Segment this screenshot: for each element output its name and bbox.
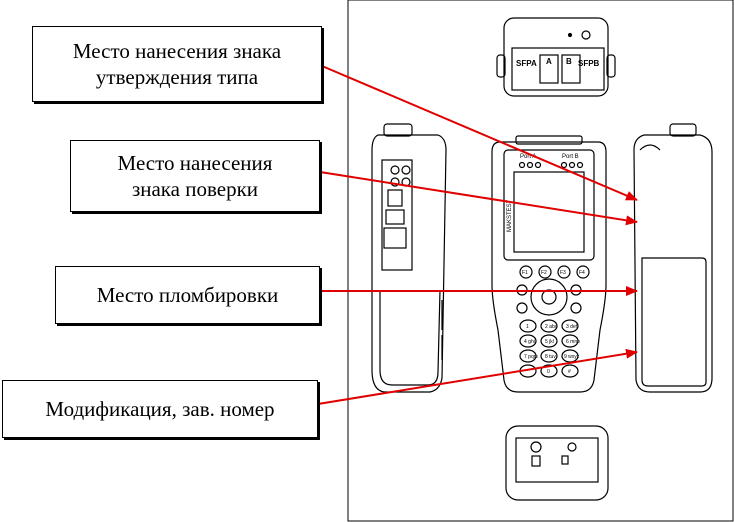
key-9-label: 9 wxyz [564, 354, 580, 360]
front-port-b-label: Port B [562, 154, 579, 160]
top-sfpb-label: SFPB [578, 59, 600, 68]
key-7-label: 7 pqrs [524, 354, 538, 360]
arrow-verification [319, 171, 638, 226]
fkey-2-label: F2 [541, 270, 547, 276]
key-5-label: 5 jkl [545, 339, 554, 345]
callout-arrows [317, 65, 638, 405]
label-type-approval: Место нанесения знака утверждения типа [32, 26, 322, 102]
top-port-b-label: B [566, 57, 572, 66]
front-view [491, 135, 607, 393]
label-sealing-text: Место пломбировки [96, 283, 279, 307]
label-modification: Модификация, зав. номер [2, 380, 318, 438]
key-0-label: 0 [547, 369, 550, 375]
label-type-approval-text: Место нанесения знака утверждения типа [72, 39, 282, 89]
fkey-3-label: F3 [560, 270, 566, 276]
key-6-label: 6 mno [566, 339, 580, 345]
bottom-view [505, 425, 609, 501]
key-hash-label: # [568, 369, 571, 375]
key-4-label: 4 ghi [524, 339, 535, 345]
drawing-frame [347, 0, 734, 522]
label-verification: Место нанесения знака поверки [70, 140, 320, 212]
fkey-1-label: F1 [522, 270, 528, 276]
key-star-label: * [526, 369, 528, 375]
label-sealing: Место пломбировки [55, 266, 320, 324]
arrow-modification [317, 348, 638, 405]
right-side-view [633, 123, 713, 393]
top-view [496, 17, 616, 97]
fkey-4-label: F4 [579, 270, 585, 276]
key-3-label: 3 def [566, 324, 578, 330]
key-8-label: 8 tuv [545, 354, 556, 360]
label-verification-text: Место нанесения знака поверки [117, 151, 273, 201]
arrow-type-approval [321, 65, 638, 201]
front-port-a-label: Port A [520, 154, 536, 160]
label-modification-text: Модификация, зав. номер [45, 397, 275, 421]
top-sfpa-label: SFPA [516, 59, 537, 68]
key-1-label: 1 [526, 324, 529, 330]
top-port-a-label: A [546, 57, 552, 66]
front-side-text: MAKSTEST [507, 199, 513, 232]
key-2-label: 2 abc [545, 324, 558, 330]
left-side-view [371, 123, 447, 393]
